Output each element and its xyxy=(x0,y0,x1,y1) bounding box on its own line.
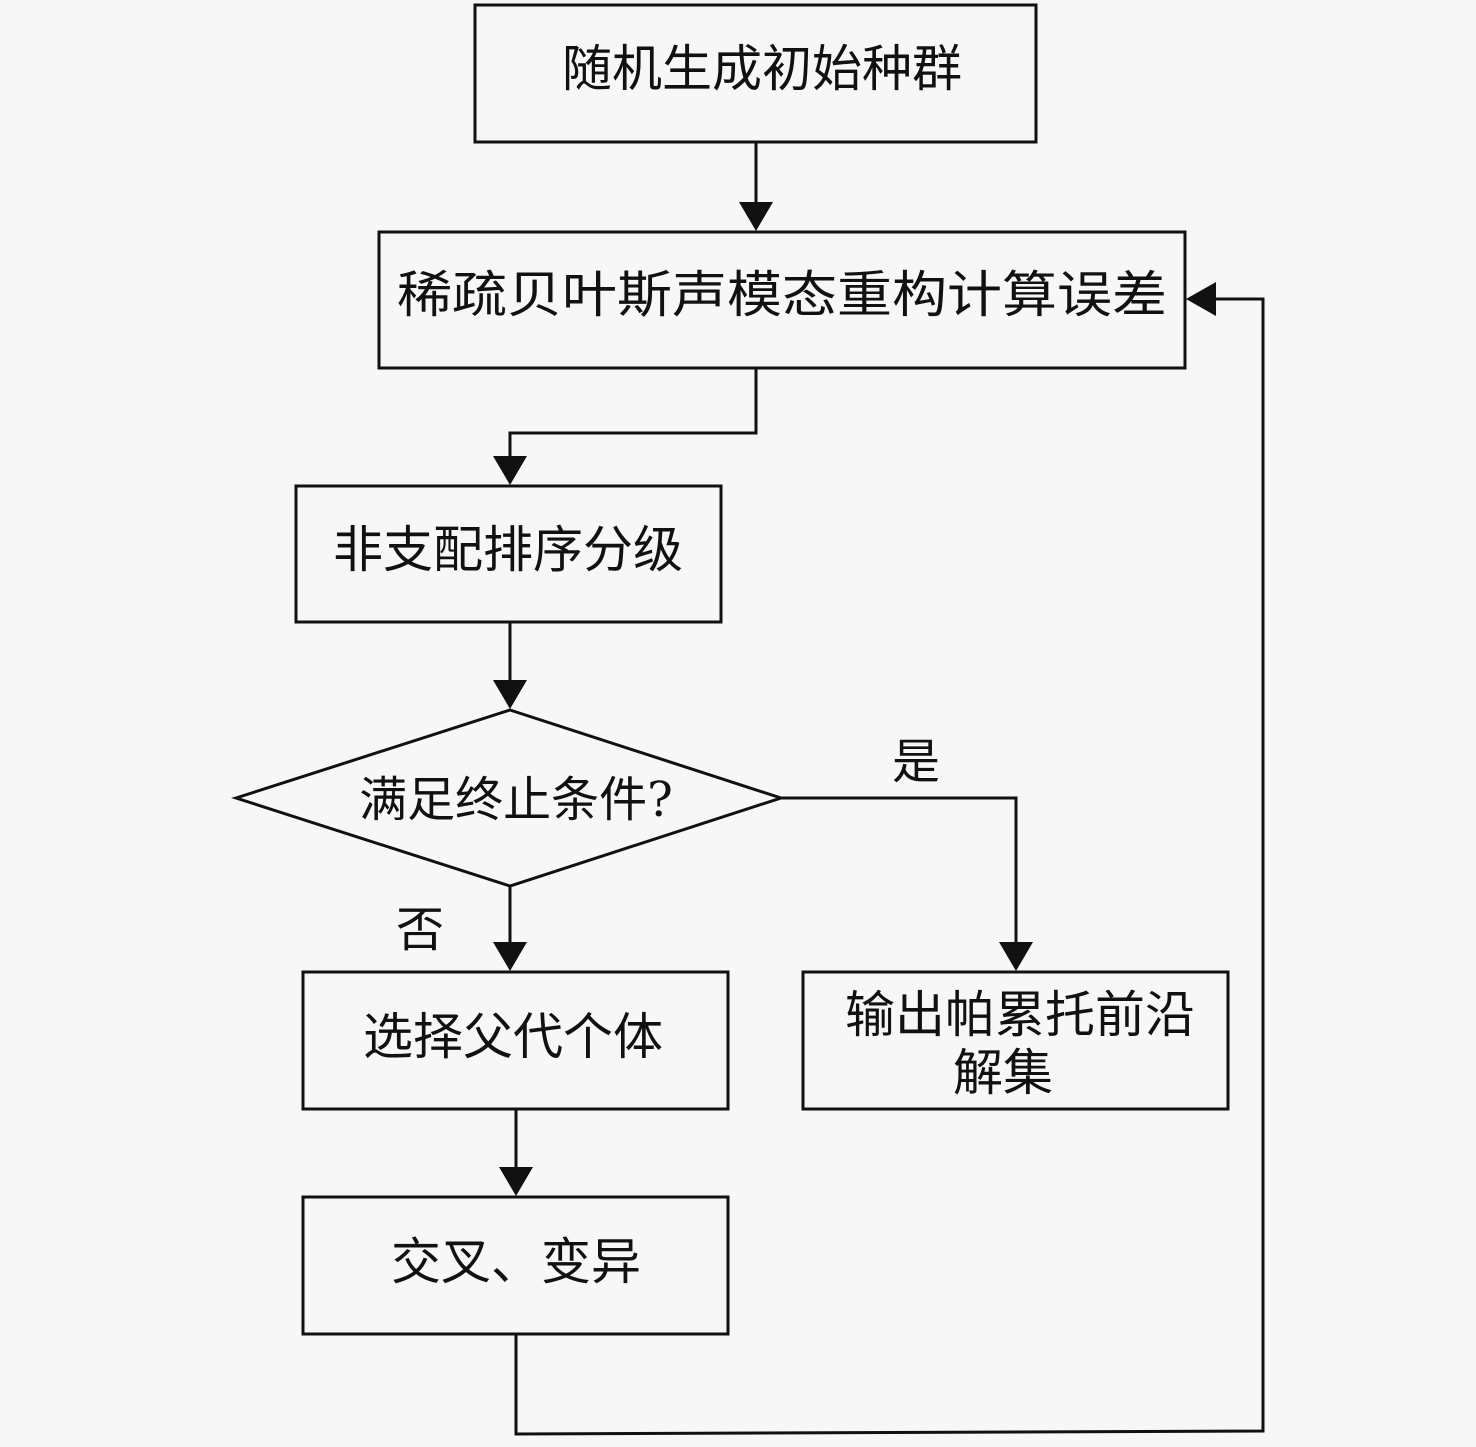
edge-reconstruct-to-sort xyxy=(493,368,758,485)
arrowhead-icon xyxy=(1186,282,1216,316)
arrowhead-icon xyxy=(493,680,527,709)
node-init-box xyxy=(473,3,1038,144)
edge-check-to-select: 否 xyxy=(396,886,527,971)
node-init: 随机生成初始种群 xyxy=(473,3,1038,144)
node-output-box xyxy=(801,970,1230,1111)
node-init-label: 随机生成初始种群 xyxy=(562,40,962,98)
node-evolve: 交叉、变异 xyxy=(301,1195,730,1336)
node-reconstruct-label: 稀疏贝叶斯声模态重构计算误差 xyxy=(397,266,1167,324)
edge-yes-label: 是 xyxy=(892,734,940,790)
node-output-label-line2: 解集 xyxy=(953,1044,1053,1102)
arrowhead-icon xyxy=(739,202,773,231)
edge-check-to-output: 是 xyxy=(781,734,1033,971)
edge-no-label: 否 xyxy=(396,902,444,958)
edge-init-to-reconstruct xyxy=(739,142,773,231)
edge-line xyxy=(508,368,758,458)
node-sort-box xyxy=(294,484,723,624)
node-select: 选择父代个体 xyxy=(301,970,730,1111)
node-select-label: 选择父代个体 xyxy=(363,1008,663,1066)
node-check: 满足终止条件? xyxy=(231,708,786,888)
node-evolve-label: 交叉、变异 xyxy=(391,1233,641,1291)
edge-line xyxy=(514,297,1265,1436)
node-sort: 非支配排序分级 xyxy=(294,484,723,624)
edge-select-to-evolve xyxy=(499,1109,533,1196)
edge-sort-to-check xyxy=(493,622,527,709)
arrowhead-icon xyxy=(493,942,527,971)
node-sort-label: 非支配排序分级 xyxy=(333,521,683,579)
node-check-label: 满足终止条件? xyxy=(359,772,673,828)
node-output: 输出帕累托前沿 解集 xyxy=(801,970,1230,1111)
node-reconstruct-box xyxy=(377,230,1187,370)
node-evolve-box xyxy=(301,1195,730,1336)
arrowhead-icon xyxy=(499,1167,533,1196)
edge-evolve-to-reconstruct xyxy=(514,282,1265,1436)
node-reconstruct: 稀疏贝叶斯声模态重构计算误差 xyxy=(377,230,1187,370)
node-select-box xyxy=(301,970,730,1111)
arrowhead-icon xyxy=(493,456,527,485)
edge-line xyxy=(781,796,1018,944)
node-output-label-line1: 输出帕累托前沿 xyxy=(845,986,1195,1044)
arrowhead-icon xyxy=(999,942,1033,971)
